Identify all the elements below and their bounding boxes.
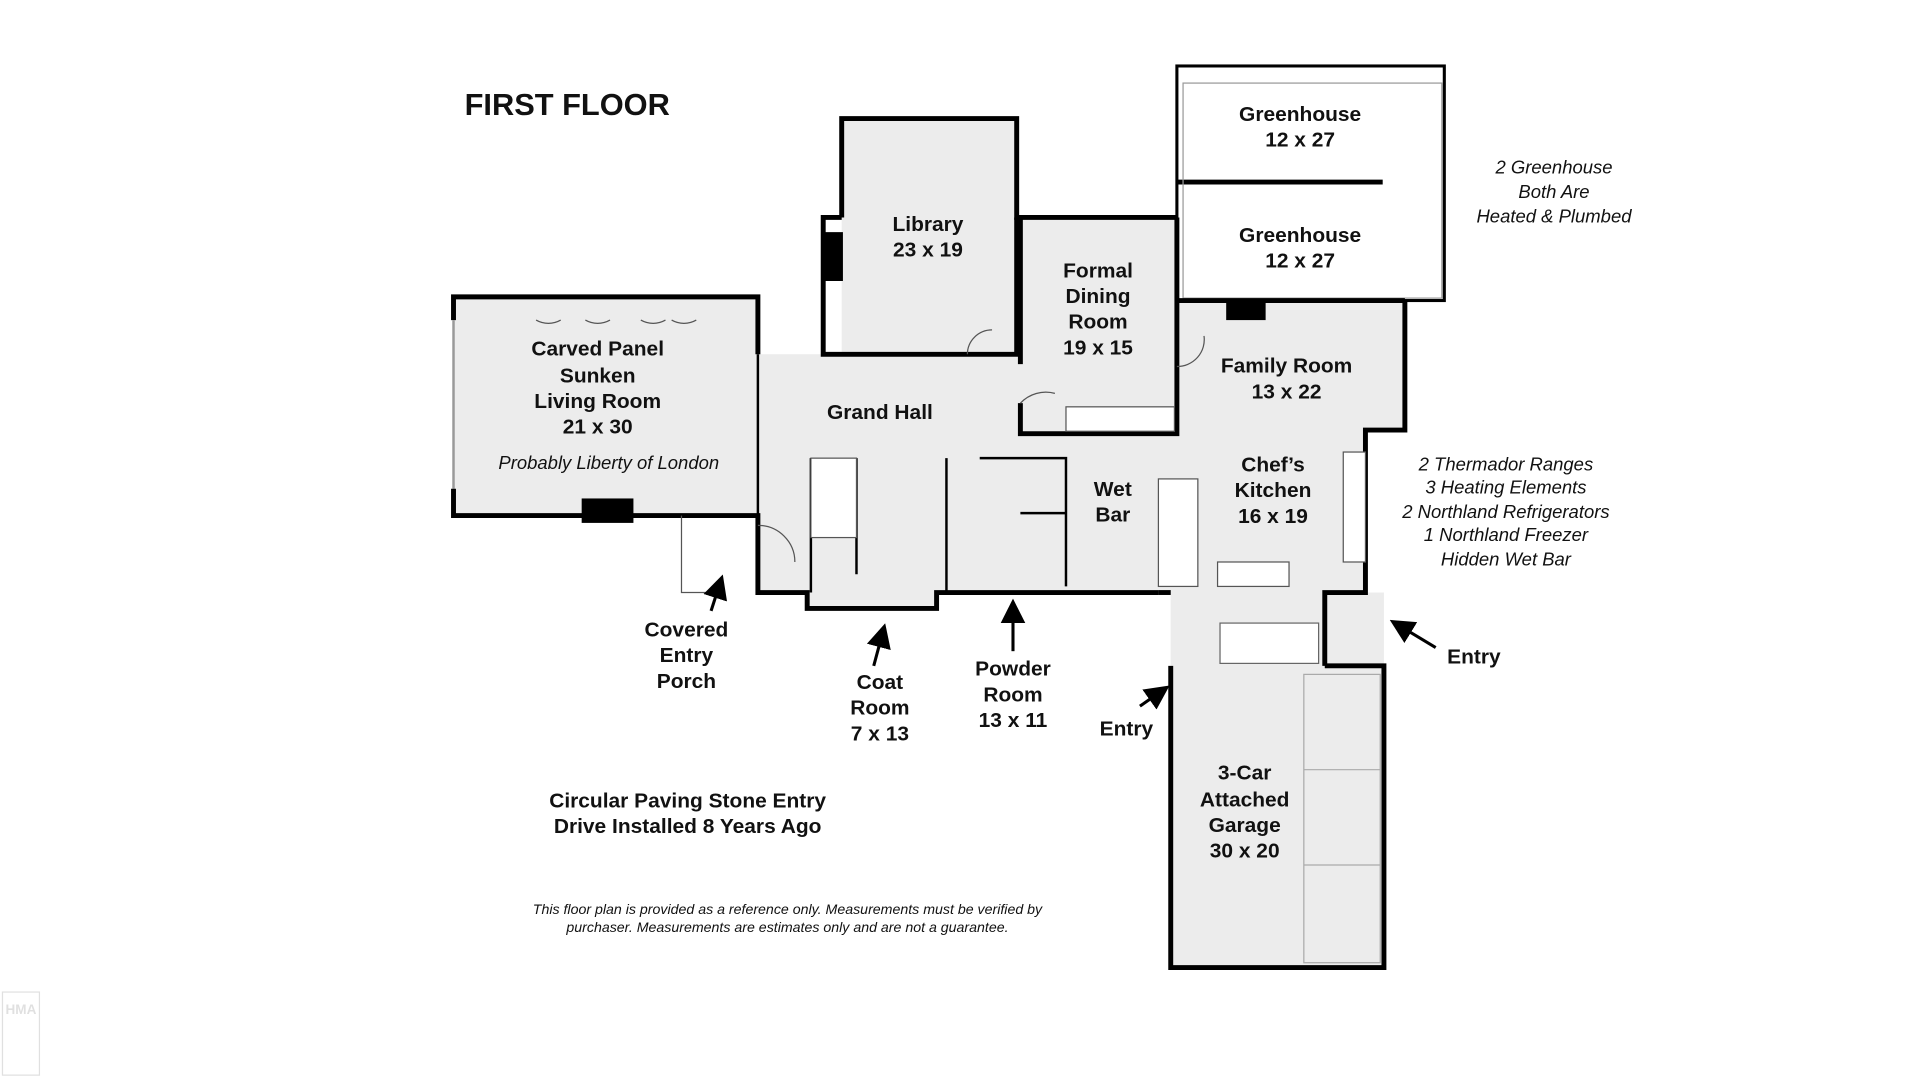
svg-text:23 x 19: 23 x 19 (893, 239, 963, 262)
room-dining: Formal Dining Room 19 x 15 (1063, 259, 1133, 359)
room-greenhouse-1: Greenhouse 12 x 27 (1239, 103, 1361, 152)
svg-text:12 x 27: 12 x 27 (1265, 250, 1335, 273)
callout-powder-room: Powder Room 13 x 11 (975, 598, 1051, 732)
drive-note: Circular Paving Stone Entry Drive Instal… (549, 790, 826, 839)
room-name: Sunken (560, 364, 636, 387)
svg-text:Drive Installed 8 Years Ago: Drive Installed 8 Years Ago (554, 815, 822, 838)
greenhouse-note: 2 Greenhouse Both Are Heated & Plumbed (1476, 157, 1632, 227)
svg-text:This floor plan is provided as: This floor plan is provided as a referen… (533, 901, 1043, 917)
svg-text:Dining: Dining (1065, 285, 1130, 308)
svg-text:Kitchen: Kitchen (1235, 479, 1312, 502)
svg-text:Entry: Entry (660, 644, 714, 667)
svg-text:1 Northland Freezer: 1 Northland Freezer (1424, 524, 1589, 545)
svg-text:Heated & Plumbed: Heated & Plumbed (1476, 205, 1632, 226)
svg-text:Room: Room (983, 683, 1042, 706)
room-name: Living Room (534, 390, 661, 413)
svg-text:Formal: Formal (1063, 259, 1133, 282)
fireplace-icon (1226, 302, 1266, 321)
svg-text:Library: Library (892, 213, 963, 236)
room-living: Carved Panel Sunken Living Room 21 x 30 … (498, 338, 719, 474)
svg-text:2 Northland Refrigerators: 2 Northland Refrigerators (1401, 501, 1609, 522)
floor-title: FIRST FLOOR (465, 88, 670, 122)
kitchen-note: 2 Thermador Ranges 3 Heating Elements 2 … (1401, 453, 1609, 569)
garage-walls (1168, 663, 1387, 971)
watermark-logo: HMA (1, 991, 41, 1076)
room-library: Library 23 x 19 (892, 213, 963, 262)
svg-text:Coat: Coat (857, 671, 904, 694)
svg-text:30 x 20: 30 x 20 (1210, 840, 1280, 863)
svg-text:Wet: Wet (1094, 478, 1132, 501)
arrow-icon (1389, 619, 1437, 649)
room-wet-bar: Wet Bar (1094, 478, 1132, 527)
svg-text:12 x 27: 12 x 27 (1265, 129, 1335, 152)
svg-text:Porch: Porch (657, 670, 716, 693)
fireplace-icon (581, 498, 634, 523)
arrow-icon (866, 623, 891, 667)
callout-coat-room: Coat Room 7 x 13 (850, 623, 910, 745)
room-note: Probably Liberty of London (498, 452, 719, 473)
svg-text:Attached: Attached (1200, 788, 1290, 811)
svg-text:purchaser. Measurements are e: purchaser. Measurements are estimates on… (565, 919, 1008, 935)
room-name: Carved Panel (531, 338, 664, 361)
room-size: 21 x 30 (563, 416, 633, 439)
room-kitchen: Chef’s Kitchen 16 x 19 (1235, 454, 1312, 528)
svg-text:Garage: Garage (1209, 814, 1281, 837)
room-greenhouse-2: Greenhouse 12 x 27 (1239, 224, 1361, 273)
callout-porch: Covered Entry Porch (645, 574, 729, 693)
svg-text:Circular Paving Stone Entry: Circular Paving Stone Entry (549, 790, 826, 813)
fireplace-icon (823, 232, 843, 281)
disclaimer: This floor plan is provided as a referen… (533, 901, 1043, 935)
svg-text:Room: Room (850, 697, 909, 720)
arrow-icon (1139, 685, 1170, 710)
svg-text:2 Thermador Ranges: 2 Thermador Ranges (1418, 453, 1594, 474)
room-family: Family Room 13 x 22 (1221, 355, 1352, 404)
arrow-icon (703, 574, 728, 612)
svg-text:Bar: Bar (1095, 504, 1130, 527)
svg-text:HMA: HMA (6, 1002, 37, 1017)
svg-text:Hidden Wet Bar: Hidden Wet Bar (1441, 549, 1572, 570)
svg-text:Chef’s: Chef’s (1241, 454, 1305, 477)
room-garage: 3-Car Attached Garage 30 x 20 (1200, 762, 1290, 863)
svg-text:7 x 13: 7 x 13 (851, 722, 909, 745)
svg-text:Room: Room (1068, 311, 1127, 334)
svg-text:16 x 19: 16 x 19 (1238, 505, 1308, 528)
svg-text:Both Are: Both Are (1518, 181, 1589, 202)
svg-text:13 x 22: 13 x 22 (1252, 380, 1322, 403)
svg-text:Greenhouse: Greenhouse (1239, 103, 1361, 126)
svg-text:Entry: Entry (1447, 645, 1501, 668)
svg-text:Greenhouse: Greenhouse (1239, 224, 1361, 247)
callout-entry-garage: Entry (1100, 685, 1170, 741)
svg-text:2 Greenhouse: 2 Greenhouse (1494, 157, 1612, 178)
room-grand-hall: Grand Hall (827, 401, 933, 424)
svg-text:19 x 15: 19 x 15 (1063, 336, 1133, 359)
svg-text:Entry: Entry (1100, 718, 1154, 741)
svg-text:3-Car: 3-Car (1218, 762, 1272, 785)
svg-text:Family Room: Family Room (1221, 355, 1352, 378)
callout-entry-side: Entry (1389, 619, 1501, 668)
svg-text:13 x 11: 13 x 11 (979, 709, 1048, 732)
svg-text:Covered: Covered (645, 619, 729, 642)
svg-text:Powder: Powder (975, 658, 1051, 681)
svg-text:3 Heating Elements: 3 Heating Elements (1425, 477, 1586, 498)
